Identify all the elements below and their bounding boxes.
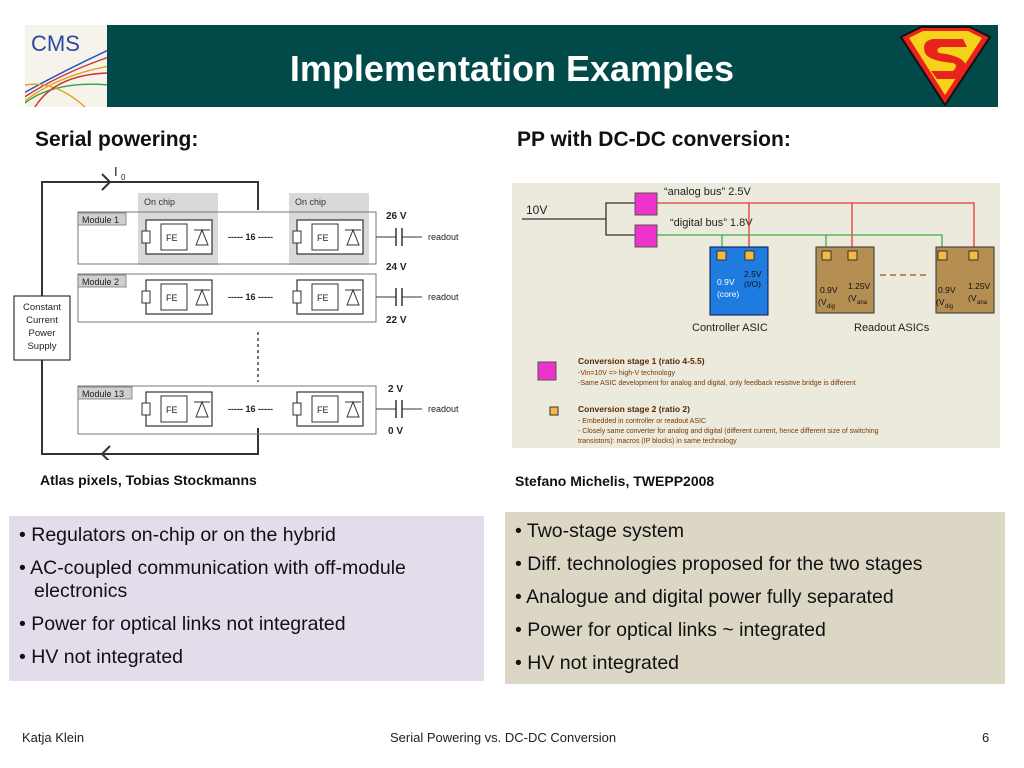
right-bullet-2: • Diff. technologies proposed for the tw… <box>515 553 923 575</box>
right-bullet-3: • Analogue and digital power fully separ… <box>515 586 894 608</box>
stage2-line-1: - Embedded in controller or readout ASIC <box>578 418 706 425</box>
readout2-ana-label: (V <box>968 293 977 303</box>
dcdc-bullets: • Two-stage system • Diff. technologies … <box>505 512 1005 684</box>
readout1-ana-sub: ana <box>857 300 868 306</box>
readout2-dig-voltage: 0.9V <box>938 285 956 295</box>
cms-logo-text: CMS <box>31 31 80 56</box>
stage2-legend-swatch <box>549 406 559 416</box>
module-1-fe-2: FE <box>317 233 329 243</box>
readout1-ana-voltage: 1.25V <box>848 281 871 291</box>
module-2-dots: ----- 16 ----- <box>228 292 273 302</box>
superman-logo <box>893 25 998 107</box>
module-1-dots: ----- 16 ----- <box>228 232 273 242</box>
voltage-2v: 2 V <box>388 384 403 395</box>
module-13-label: Module 13 <box>82 389 124 399</box>
digital-bus-label: “digital bus” 1.8V <box>670 217 753 229</box>
current-label: I <box>114 164 118 179</box>
right-bullet-5: • HV not integrated <box>515 652 680 674</box>
voltage-26v: 26 V <box>386 211 407 222</box>
module-2-readout: readout <box>428 292 459 302</box>
module-13: Module 13 FE FE ----- 16 ----- readout <box>77 385 459 435</box>
dcdc-heading: PP with DC-DC conversion: <box>517 128 791 151</box>
current-subscript: 0 <box>121 173 126 182</box>
module-1-readout: readout <box>428 232 459 242</box>
left-bullet-1: • Regulators on-chip or on the hybrid <box>19 524 336 546</box>
stage1-legend-swatch <box>537 361 557 381</box>
voltage-22v: 22 V <box>386 315 407 326</box>
controller-core-label: (core) <box>717 289 739 299</box>
left-credit: Atlas pixels, Tobias Stockmanns <box>40 472 257 488</box>
module-1: Module 1 FE FE ----- 16 ----- readout <box>77 211 459 265</box>
right-bullet-1: • Two-stage system <box>515 520 685 542</box>
readout1-dig-voltage: 0.9V <box>820 285 838 295</box>
module-2-fe-1: FE <box>166 293 178 303</box>
voltage-24v: 24 V <box>386 262 407 273</box>
readout2-dig-sub: dig <box>945 304 953 310</box>
voltage-0v: 0 V <box>388 426 403 437</box>
readout-asics-label: Readout ASICs <box>854 322 930 334</box>
readout2-dig-label: (V <box>936 297 945 307</box>
supply-line-3: Power <box>29 328 56 339</box>
page-title: Implementation Examples <box>289 48 735 89</box>
on-chip-label-1: On chip <box>144 197 175 207</box>
left-bullet-3: • Power for optical links not integrated <box>19 613 346 635</box>
supply-line-4: Supply <box>27 341 56 352</box>
right-credit: Stefano Michelis, TWEPP2008 <box>515 473 715 489</box>
right-bullet-4: • Power for optical links ~ integrated <box>515 619 826 641</box>
module-2-fe-2: FE <box>317 293 329 303</box>
module-13-fe-1: FE <box>166 405 178 415</box>
stage2-line-3: transistors): macros (IP blocks) in same… <box>578 438 737 445</box>
supply-line-2: Current <box>26 315 58 326</box>
serial-powering-heading: Serial powering: <box>35 128 199 151</box>
serial-powering-diagram: I 0 On chip On chip Module 1 FE FE -----… <box>13 164 459 460</box>
module-1-label: Module 1 <box>82 215 119 225</box>
controller-core-voltage: 0.9V <box>717 277 735 287</box>
controller-asic-label: Controller ASIC <box>692 322 768 334</box>
on-chip-label-2: On chip <box>295 197 326 207</box>
header-bar <box>25 25 998 107</box>
cms-logo: CMS <box>25 25 107 107</box>
dcdc-diagram: 10V “analog bus” 2.5V “digital bus” 1.8V… <box>512 183 1000 448</box>
readout1-ana-label: (V <box>848 293 857 303</box>
serial-powering-bullets: • Regulators on-chip or on the hybrid • … <box>9 516 484 681</box>
readout1-dig-sub: dig <box>827 304 835 310</box>
stage2-line-2: - Closely same converter for analog and … <box>578 428 879 435</box>
stage2-title: Conversion stage 2 (ratio 2) <box>578 404 690 414</box>
readout2-ana-voltage: 1.25V <box>968 281 991 291</box>
stage1-line-2: -Same ASIC development for analog and di… <box>578 380 856 387</box>
module-13-readout: readout <box>428 404 459 414</box>
module-2: Module 2 FE FE ----- 16 ----- readout <box>77 273 459 323</box>
page-number: 6 <box>982 730 990 745</box>
stage1-line-1: -Vin=10V => high-V technology <box>578 370 675 377</box>
controller-io-label: (I/O) <box>744 279 761 289</box>
supply-line-1: Constant <box>23 302 61 313</box>
module-13-fe-2: FE <box>317 405 329 415</box>
module-13-dots: ----- 16 ----- <box>228 404 273 414</box>
stage1-title: Conversion stage 1 (ratio 4-5.5) <box>578 356 705 366</box>
input-voltage: 10V <box>526 203 547 217</box>
readout1-dig-label: (V <box>818 297 827 307</box>
readout2-ana-sub: ana <box>977 300 988 306</box>
left-bullet-2: • AC-coupled communication with off-modu… <box>19 557 406 602</box>
module-1-fe-1: FE <box>166 233 178 243</box>
current-supply-box <box>13 295 71 361</box>
left-bullet-4: • HV not integrated <box>19 646 184 668</box>
module-2-label: Module 2 <box>82 277 119 287</box>
footer-author: Katja Klein <box>22 730 85 745</box>
analog-bus-label: “analog bus” 2.5V <box>664 186 751 198</box>
controller-io-voltage: 2.5V <box>744 269 762 279</box>
footer-title: Serial Powering vs. DC-DC Conversion <box>390 730 617 745</box>
